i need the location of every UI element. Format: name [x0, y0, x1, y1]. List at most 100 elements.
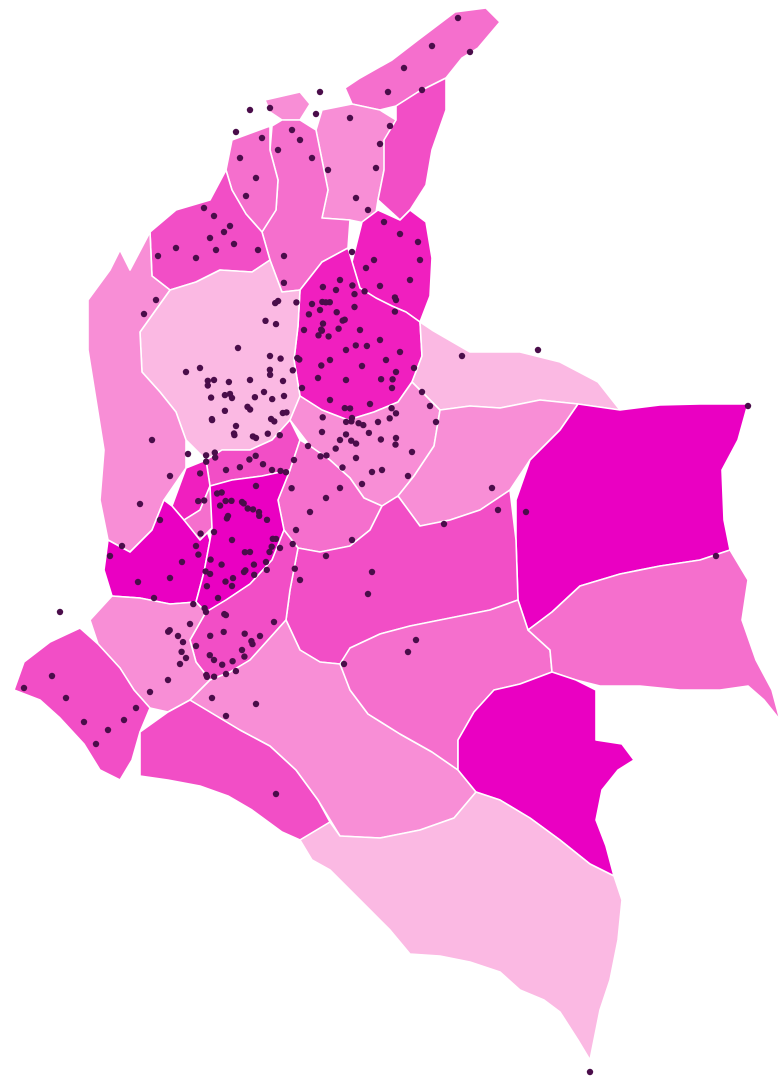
site-marker[interactable] [232, 128, 240, 136]
site-marker[interactable] [236, 154, 244, 162]
site-marker[interactable] [156, 516, 164, 524]
site-marker[interactable] [250, 561, 258, 568]
site-marker[interactable] [372, 164, 380, 172]
site-marker[interactable] [292, 526, 300, 534]
site-marker[interactable] [246, 548, 254, 556]
site-marker[interactable] [266, 352, 274, 360]
site-marker[interactable] [316, 88, 324, 96]
site-marker[interactable] [348, 418, 355, 425]
site-marker[interactable] [333, 309, 340, 316]
site-marker[interactable] [241, 653, 248, 660]
region-choco[interactable] [87, 231, 187, 553]
site-marker[interactable] [304, 442, 312, 450]
site-marker[interactable] [288, 485, 295, 492]
site-marker[interactable] [712, 552, 720, 560]
site-marker[interactable] [534, 346, 542, 354]
site-marker[interactable] [391, 294, 399, 301]
site-marker[interactable] [269, 395, 276, 403]
site-marker[interactable] [488, 484, 496, 492]
site-marker[interactable] [225, 378, 233, 386]
site-marker[interactable] [221, 391, 229, 399]
site-marker[interactable] [342, 346, 350, 354]
site-marker[interactable] [352, 194, 360, 202]
site-marker[interactable] [212, 454, 219, 461]
site-marker[interactable] [363, 342, 371, 350]
site-marker[interactable] [251, 571, 258, 578]
site-marker[interactable] [256, 512, 263, 519]
site-marker[interactable] [252, 482, 260, 490]
site-marker[interactable] [251, 394, 259, 401]
site-marker[interactable] [322, 494, 330, 502]
site-marker[interactable] [289, 540, 296, 548]
site-marker[interactable] [118, 542, 126, 550]
site-marker[interactable] [356, 326, 364, 334]
site-marker[interactable] [272, 320, 280, 328]
site-marker[interactable] [210, 212, 218, 220]
site-marker[interactable] [206, 652, 213, 659]
site-marker[interactable] [279, 377, 287, 385]
site-marker[interactable] [136, 500, 144, 508]
site-marker[interactable] [316, 306, 324, 314]
site-marker[interactable] [178, 648, 185, 655]
site-marker[interactable] [322, 552, 330, 560]
site-marker[interactable] [432, 418, 440, 426]
site-marker[interactable] [296, 136, 304, 144]
site-marker[interactable] [197, 530, 204, 537]
site-marker[interactable] [174, 632, 182, 640]
site-marker[interactable] [386, 122, 394, 130]
site-marker[interactable] [207, 556, 214, 563]
site-marker[interactable] [226, 390, 234, 398]
site-marker[interactable] [120, 716, 128, 724]
site-marker[interactable] [346, 405, 354, 412]
site-marker[interactable] [494, 506, 502, 514]
site-marker[interactable] [378, 466, 386, 474]
site-marker[interactable] [326, 356, 334, 364]
site-marker[interactable] [192, 254, 200, 262]
site-marker[interactable] [196, 470, 204, 477]
site-marker[interactable] [360, 421, 367, 429]
site-marker[interactable] [339, 464, 346, 471]
site-marker[interactable] [262, 317, 269, 324]
site-marker[interactable] [325, 333, 332, 340]
site-marker[interactable] [104, 726, 112, 734]
site-marker[interactable] [195, 551, 202, 558]
site-marker[interactable] [744, 402, 752, 410]
region-arauca[interactable] [411, 321, 621, 411]
site-marker[interactable] [192, 642, 200, 650]
site-marker[interactable] [266, 548, 273, 556]
site-marker[interactable] [388, 384, 396, 392]
site-marker[interactable] [240, 500, 247, 507]
site-marker[interactable] [204, 382, 211, 389]
site-marker[interactable] [368, 568, 376, 576]
site-marker[interactable] [186, 620, 194, 628]
site-marker[interactable] [412, 636, 420, 644]
site-marker[interactable] [92, 740, 100, 748]
site-marker[interactable] [586, 1068, 594, 1076]
site-marker[interactable] [271, 418, 278, 425]
site-marker[interactable] [203, 583, 211, 590]
site-marker[interactable] [349, 282, 356, 289]
site-marker[interactable] [308, 300, 316, 308]
site-marker[interactable] [80, 718, 88, 726]
site-marker[interactable] [280, 279, 288, 286]
site-marker[interactable] [458, 352, 466, 360]
site-marker[interactable] [391, 308, 399, 315]
site-marker[interactable] [230, 240, 238, 248]
site-marker[interactable] [246, 456, 253, 463]
site-marker[interactable] [246, 376, 254, 384]
site-marker[interactable] [326, 396, 334, 404]
site-marker[interactable] [219, 661, 226, 668]
site-marker[interactable] [351, 303, 358, 311]
site-marker[interactable] [216, 502, 224, 509]
site-marker[interactable] [376, 140, 384, 148]
site-marker[interactable] [408, 448, 416, 456]
site-marker[interactable] [428, 42, 436, 50]
site-marker[interactable] [232, 422, 240, 430]
site-marker[interactable] [418, 388, 426, 396]
site-marker[interactable] [319, 283, 327, 291]
site-marker[interactable] [210, 673, 218, 680]
site-marker[interactable] [346, 114, 354, 122]
site-marker[interactable] [289, 367, 296, 374]
site-marker[interactable] [274, 297, 282, 305]
site-marker[interactable] [229, 574, 237, 582]
